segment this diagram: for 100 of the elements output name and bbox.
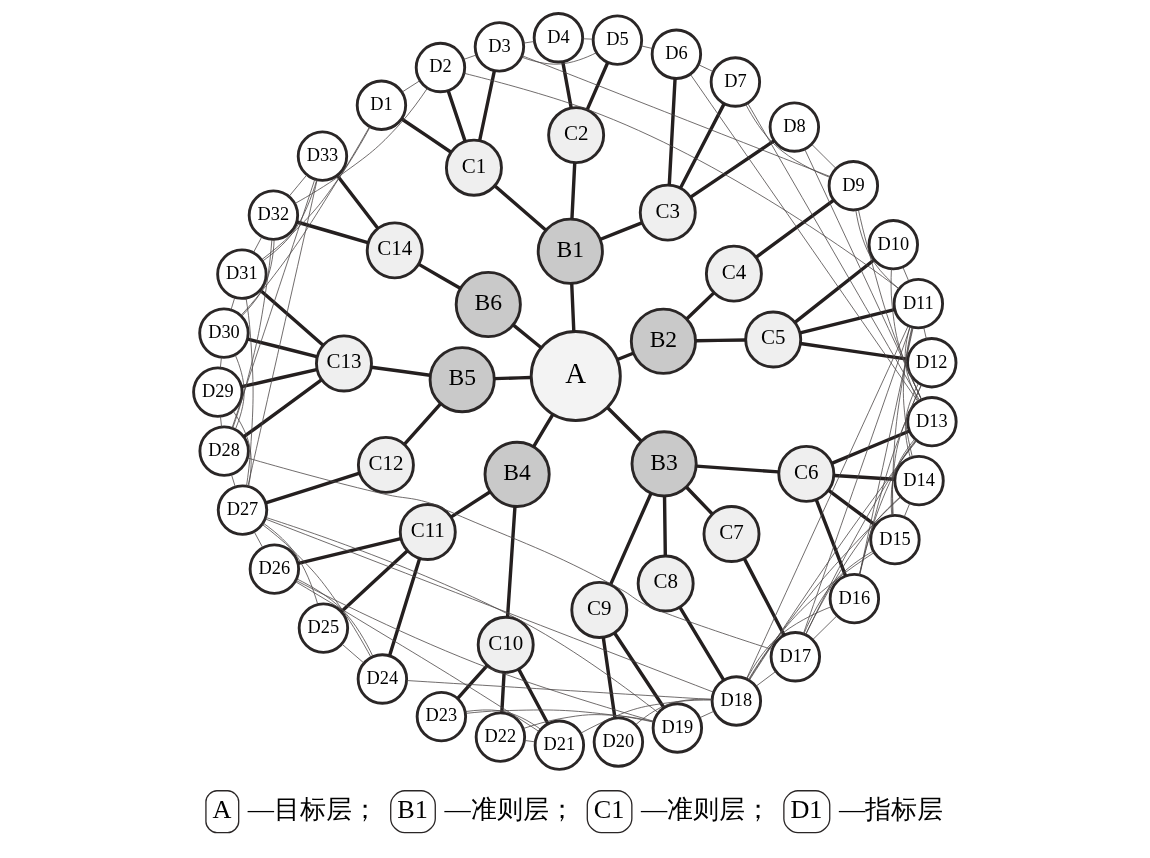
connector [830, 429, 910, 465]
connector [477, 70, 496, 141]
node-circle: D33 [296, 130, 348, 182]
connector [493, 375, 531, 381]
connector [293, 87, 428, 205]
connector [264, 517, 659, 714]
node-circle: D20 [592, 716, 644, 768]
node-circle: D32 [247, 189, 299, 241]
node-circle: D6 [650, 28, 702, 80]
connector [523, 740, 535, 743]
node-circle: C2 [546, 106, 605, 165]
node-circle: D25 [297, 602, 349, 654]
connector [858, 439, 916, 576]
label: A [211, 795, 231, 825]
connector [297, 536, 401, 565]
connector [449, 490, 491, 519]
connector [240, 126, 370, 316]
connector [240, 239, 275, 317]
connector [296, 220, 368, 245]
connector [827, 489, 876, 527]
node-circle: D13 [905, 396, 958, 448]
connector [569, 162, 576, 219]
connector [662, 496, 667, 556]
connector [387, 558, 421, 656]
node-circle: D4 [532, 12, 584, 64]
connector [335, 174, 379, 230]
node-circle: C8 [636, 554, 695, 613]
label: B1 [396, 795, 428, 825]
connector [685, 291, 715, 320]
connector [616, 351, 634, 362]
connector [754, 198, 835, 259]
connector [370, 365, 430, 377]
connector [748, 496, 901, 680]
connector [463, 72, 899, 290]
node-circle: B4 [483, 440, 551, 508]
node-circle: D7 [709, 56, 761, 108]
connector [252, 236, 262, 253]
connector [904, 326, 919, 402]
node-circle: C11 [398, 503, 457, 561]
node-circle: D10 [867, 219, 919, 271]
connector [811, 615, 837, 640]
connector [640, 45, 653, 49]
connector [747, 552, 874, 681]
node-circle: D14 [892, 455, 945, 507]
node-circle: D2 [414, 41, 466, 94]
node-circle: B6 [454, 270, 522, 339]
node-circle: D31 [215, 248, 268, 300]
connector [219, 416, 222, 428]
node-circle: C6 [776, 444, 835, 503]
connector [296, 578, 373, 657]
connector [341, 643, 364, 664]
connector [522, 714, 654, 729]
connector [634, 698, 712, 726]
connector [695, 464, 779, 474]
node-circle: D23 [415, 690, 467, 743]
connector [922, 326, 927, 340]
connector [579, 699, 712, 734]
connector [234, 354, 245, 430]
node-circle: D30 [197, 307, 250, 359]
connector [403, 402, 442, 445]
connector [689, 139, 775, 199]
connector [802, 326, 911, 634]
connector [521, 55, 831, 178]
connector [339, 549, 408, 613]
node-circle: D19 [651, 702, 703, 754]
node-circle: D5 [591, 14, 643, 66]
connector [462, 54, 477, 60]
connector [903, 502, 910, 518]
connector [246, 337, 317, 359]
connector [585, 61, 609, 111]
node-circle: D11 [892, 278, 944, 330]
connector [258, 288, 324, 347]
connector [446, 90, 467, 142]
connector [698, 710, 714, 719]
connector [667, 78, 677, 186]
connector [264, 471, 360, 505]
legend-label: —目标层； [247, 795, 378, 825]
connector [746, 606, 832, 679]
node-circle: D9 [827, 160, 879, 212]
connector [793, 258, 875, 324]
connector [891, 384, 922, 516]
node-circle: A [529, 330, 622, 422]
connector [262, 522, 318, 605]
connector [456, 664, 488, 700]
node-circle: C7 [702, 505, 760, 563]
connector [253, 531, 263, 548]
node-circle: B1 [536, 217, 604, 285]
connector [745, 325, 908, 680]
connector [493, 184, 547, 232]
node-circle: D1 [355, 79, 407, 131]
connector [697, 64, 714, 72]
node-circle: C13 [314, 334, 373, 393]
connector [833, 473, 895, 481]
connector [890, 268, 922, 400]
connector [748, 440, 917, 681]
connector [230, 474, 236, 488]
connector [245, 297, 253, 487]
node-circle: D18 [710, 675, 762, 727]
connector [599, 221, 642, 241]
connector [505, 506, 517, 617]
